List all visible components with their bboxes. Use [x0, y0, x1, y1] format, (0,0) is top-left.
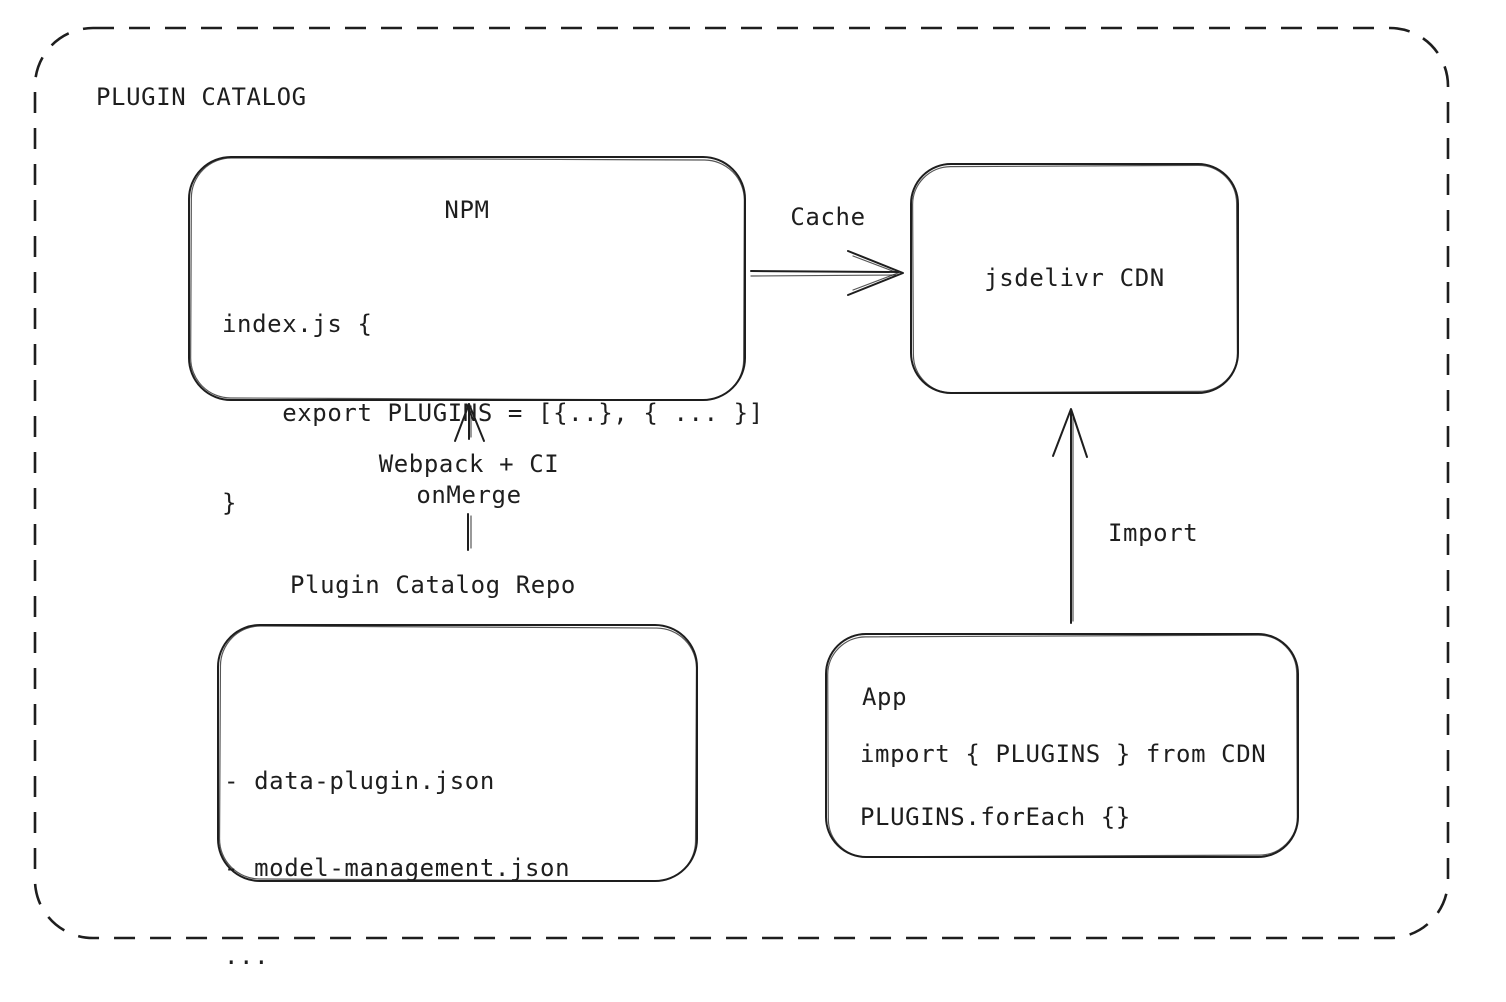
repo-file-item: ...: [224, 941, 270, 970]
npm-code-line: index.js {: [222, 309, 373, 338]
app-node-title: App: [862, 683, 908, 711]
cache-edge-label: Cache: [790, 203, 866, 231]
build-edge-label-line1: Webpack + CI: [378, 450, 560, 478]
app-box-outline: [825, 633, 1299, 858]
build-edge-label-line2: onMerge: [416, 481, 522, 509]
repo-file-item: - model-management.json: [224, 854, 571, 883]
app-code-line: import { PLUGINS } from CDN: [860, 740, 1267, 768]
repo-file-list: - data-plugin.json - model-management.js…: [224, 710, 570, 1002]
catalog-boundary-frame: [33, 26, 1450, 940]
repo-box-outline: [217, 624, 698, 882]
npm-code-line: export PLUGINS = [{..}, { ... }]: [222, 399, 764, 428]
npm-box-outline: [188, 156, 746, 401]
catalog-title: PLUGIN CATALOG: [96, 83, 307, 111]
npm-node-title: NPM: [444, 196, 490, 224]
cdn-node-label: jsdelivr CDN: [984, 264, 1165, 292]
cdn-box-outline: [910, 163, 1239, 394]
app-code-line: PLUGINS.forEach {}: [860, 803, 1131, 831]
npm-code-block: index.js { export PLUGINS = [{..}, { ...…: [222, 253, 764, 579]
repo-file-item: - data-plugin.json: [224, 766, 495, 795]
import-arrow: [1052, 408, 1088, 624]
import-edge-label: Import: [1108, 519, 1199, 547]
npm-code-line: }: [222, 488, 238, 517]
cache-arrow: [750, 250, 904, 296]
build-arrow: [454, 403, 485, 551]
repo-node-label: Plugin Catalog Repo: [290, 571, 576, 599]
